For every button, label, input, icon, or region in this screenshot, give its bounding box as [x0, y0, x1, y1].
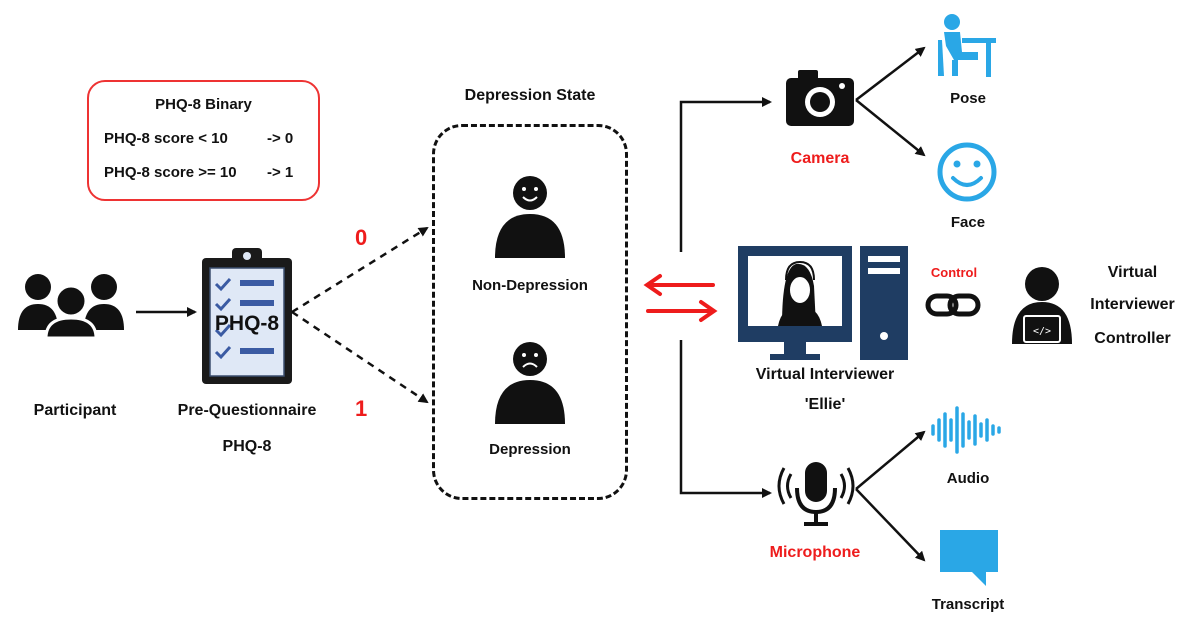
binary-rule-1-result: -> 1	[267, 164, 294, 181]
participant-label: Participant	[33, 402, 117, 419]
microphone-outputs	[855, 430, 926, 562]
exchange-arrows	[643, 274, 718, 322]
clipboard-icon	[202, 248, 292, 384]
questionnaire-sublabel: PHQ-8	[222, 438, 272, 455]
link-icon	[925, 293, 981, 317]
branch-zero-arrow	[291, 226, 429, 314]
camera-label: Camera	[790, 150, 850, 167]
interviewer-avatar-icon	[778, 260, 822, 326]
interviewer-name: 'Ellie'	[804, 396, 846, 413]
microphone-icon	[777, 462, 855, 526]
group-icon	[18, 274, 124, 340]
controller-line-3: Controller	[1094, 330, 1171, 347]
phq8-binary-box: PHQ-8 Binary PHQ-8 score < 10 -> 0 PHQ-8…	[87, 80, 320, 201]
computer-icon	[738, 246, 908, 360]
transcript-label: Transcript	[931, 596, 1005, 613]
smiley-face-icon	[937, 142, 997, 202]
camera-outputs	[855, 46, 926, 157]
depression-label: Depression	[489, 441, 571, 458]
sensor-connector	[679, 97, 772, 498]
audio-wave-icon	[931, 406, 1001, 454]
depression-state-box	[432, 124, 628, 500]
happy-person-icon	[495, 176, 565, 258]
controller-line-2: Interviewer	[1090, 296, 1175, 313]
speech-bubble-icon	[940, 530, 998, 586]
coder-icon: </>	[1012, 267, 1072, 344]
binary-rule-1-condition: PHQ-8 score >= 10	[104, 164, 237, 181]
questionnaire-label: Pre-Questionnaire	[177, 402, 317, 419]
control-label: Control	[930, 265, 978, 280]
pose-icon	[938, 14, 996, 77]
clipboard-text: PHQ-8	[214, 312, 280, 335]
non-depression-label: Non-Depression	[472, 277, 588, 294]
branch-one-label: 1	[355, 396, 368, 421]
controller-line-1: Virtual	[1107, 264, 1158, 281]
binary-title: PHQ-8 Binary	[155, 96, 252, 113]
interviewer-label: Virtual Interviewer	[755, 366, 895, 383]
microphone-label: Microphone	[769, 544, 861, 561]
sad-person-icon	[495, 342, 565, 424]
svg-text:</>: </>	[1033, 326, 1051, 337]
binary-rule-0-result: -> 0	[267, 130, 294, 147]
branch-zero-label: 0	[355, 225, 368, 250]
audio-label: Audio	[946, 470, 990, 487]
pose-label: Pose	[950, 90, 986, 107]
face-label: Face	[950, 214, 986, 231]
camera-icon	[786, 70, 854, 126]
binary-rule-0-condition: PHQ-8 score < 10	[104, 130, 228, 147]
depression-state-title: Depression State	[464, 87, 596, 104]
branch-one-arrow	[291, 310, 429, 404]
